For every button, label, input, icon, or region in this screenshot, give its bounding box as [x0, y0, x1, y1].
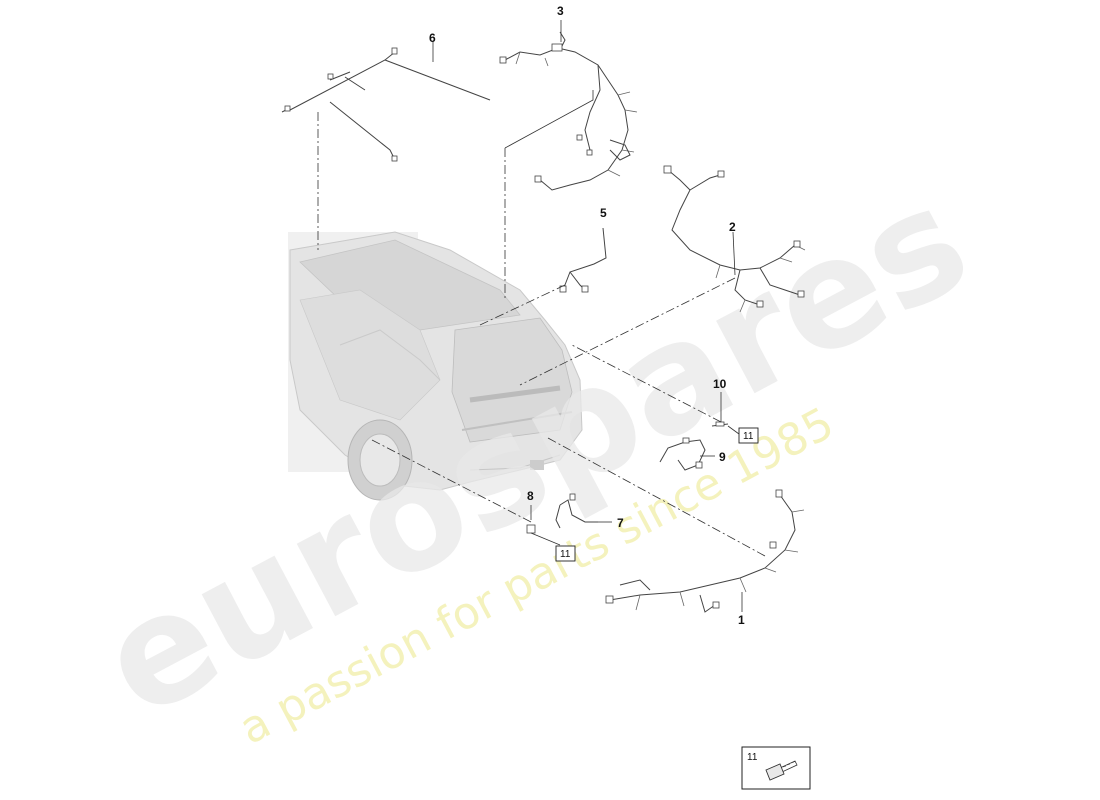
- watermark: eurospares a passion for parts since 198…: [75, 153, 994, 755]
- ref-box-11-a-label: 11: [743, 431, 754, 442]
- callout-10: 10: [713, 377, 727, 391]
- bolt-icon: [765, 760, 798, 781]
- ref-box-11-b: [555, 545, 576, 562]
- callout-7: 7: [617, 516, 624, 530]
- part-6-roof-harness: [281, 42, 491, 250]
- callout-labels: 1 2 3 5 6 7 8 9 10 11 11: [429, 4, 754, 627]
- vehicle-silhouette: [288, 231, 583, 501]
- watermark-brand: eurospares: [75, 153, 994, 752]
- callout-6: 6: [429, 31, 436, 45]
- ref-box-11-a: [738, 427, 759, 444]
- legend-box-11: 11: [741, 746, 811, 790]
- part-3-tailgate-harness: [499, 20, 638, 298]
- legend-box-11-label: 11: [747, 752, 758, 763]
- callout-2: 2: [729, 220, 736, 234]
- callout-9: 9: [719, 450, 726, 464]
- callout-8: 8: [527, 489, 534, 503]
- part-8-7-harness: [371, 439, 612, 562]
- ref-box-11-b-label: 11: [560, 549, 571, 560]
- callout-5: 5: [600, 206, 607, 220]
- part-2-body-harness: [519, 165, 806, 386]
- callout-1: 1: [738, 613, 745, 627]
- callout-3: 3: [557, 4, 564, 18]
- part-10-9-harness: [569, 343, 759, 471]
- part-5-harness: [479, 227, 607, 326]
- part-1-bumper-harness: [547, 437, 805, 613]
